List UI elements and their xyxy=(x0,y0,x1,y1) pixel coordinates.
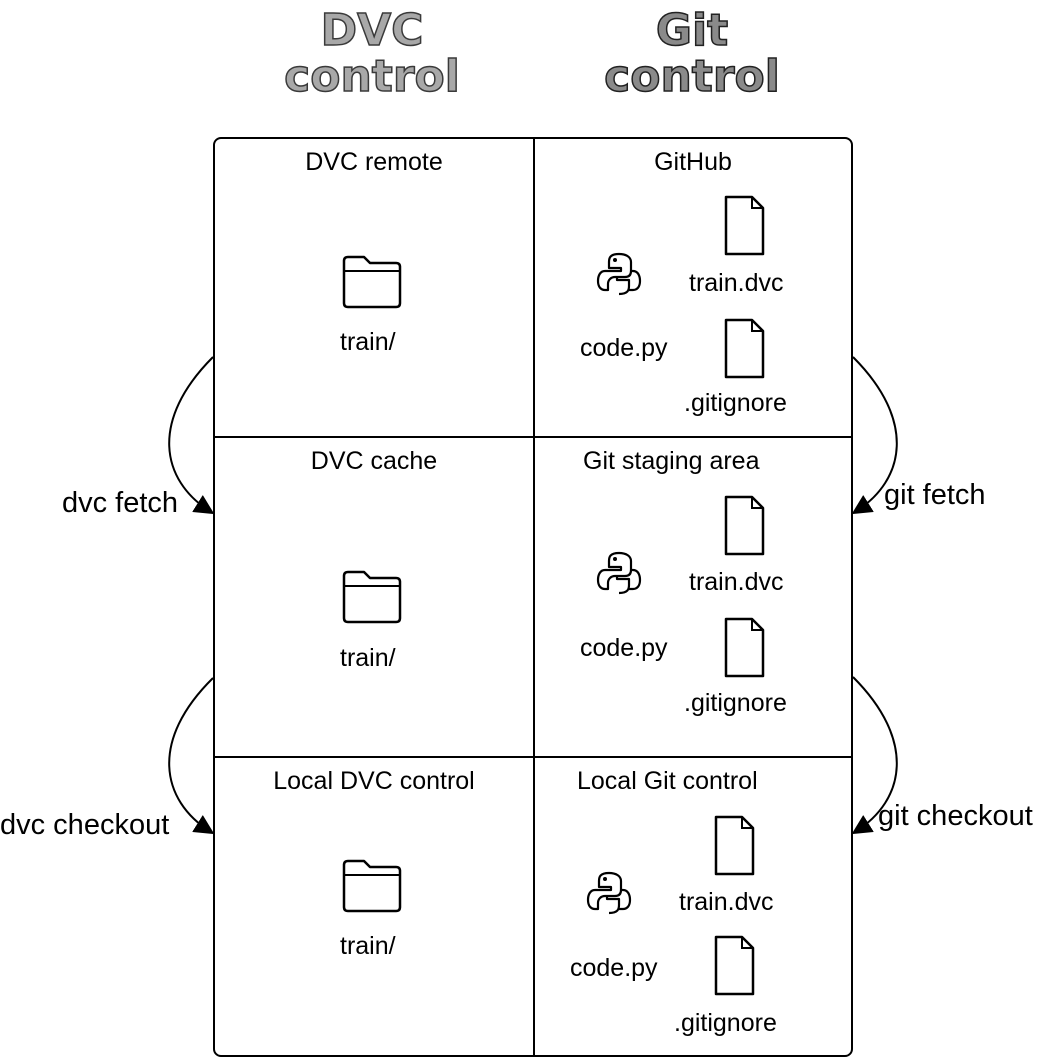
cell-title: Local DVC control xyxy=(273,767,475,795)
file-label: code.py xyxy=(580,334,668,362)
git-checkout-label: git checkout xyxy=(878,800,1033,832)
header-line: DVC xyxy=(320,5,424,56)
folder-icon xyxy=(342,859,402,913)
cell-title: Local Git control xyxy=(577,767,758,795)
git-control-header: Git control xyxy=(582,5,802,102)
dvc-control-header: DVC control xyxy=(262,5,482,102)
arrow-dvc-checkout xyxy=(168,677,215,835)
file-label: .gitignore xyxy=(674,1009,777,1037)
arrow-git-fetch xyxy=(851,356,898,515)
python-icon xyxy=(586,871,632,915)
file-label: train.dvc xyxy=(679,888,774,916)
header-line: control xyxy=(603,51,780,102)
dvc-fetch-label: dvc fetch xyxy=(62,487,179,519)
local-git-cell: Local Git control xyxy=(535,758,851,1055)
file-icon xyxy=(724,617,765,678)
folder-label: train/ xyxy=(340,644,396,672)
git-staging-cell: Git staging area xyxy=(535,438,851,756)
file-icon xyxy=(724,195,765,256)
folder-label: train/ xyxy=(340,932,396,960)
file-icon xyxy=(714,815,755,876)
file-icon xyxy=(714,935,755,996)
cell-title: GitHub xyxy=(654,148,732,176)
file-label: code.py xyxy=(570,954,658,982)
cell-title: DVC cache xyxy=(310,447,438,475)
cell-title: Git staging area xyxy=(583,447,760,475)
folder-label: train/ xyxy=(340,328,396,356)
dvc-remote-cell: DVC remote xyxy=(215,139,533,436)
column-divider xyxy=(533,137,535,1057)
file-label: .gitignore xyxy=(684,689,787,717)
folder-icon xyxy=(342,570,402,624)
file-icon xyxy=(724,318,765,379)
header-line: control xyxy=(283,51,460,102)
arrow-dvc-fetch xyxy=(168,356,215,515)
dvc-checkout-label: dvc checkout xyxy=(0,809,170,841)
python-icon xyxy=(596,551,642,595)
cell-title: DVC remote xyxy=(305,148,443,176)
file-label: train.dvc xyxy=(689,269,784,297)
row-divider xyxy=(213,436,853,438)
github-cell: GitHub xyxy=(535,139,851,436)
python-icon xyxy=(596,252,642,296)
dvc-cache-cell: DVC cache xyxy=(215,438,533,756)
local-dvc-cell: Local DVC control xyxy=(215,758,533,1055)
file-label: code.py xyxy=(580,634,668,662)
file-icon xyxy=(724,495,765,556)
git-fetch-label: git fetch xyxy=(884,479,986,511)
file-label: .gitignore xyxy=(684,389,787,417)
arrow-git-checkout xyxy=(851,676,898,835)
header-line: Git xyxy=(655,5,729,56)
file-label: train.dvc xyxy=(689,568,784,596)
folder-icon xyxy=(342,255,402,309)
row-divider xyxy=(213,756,853,758)
